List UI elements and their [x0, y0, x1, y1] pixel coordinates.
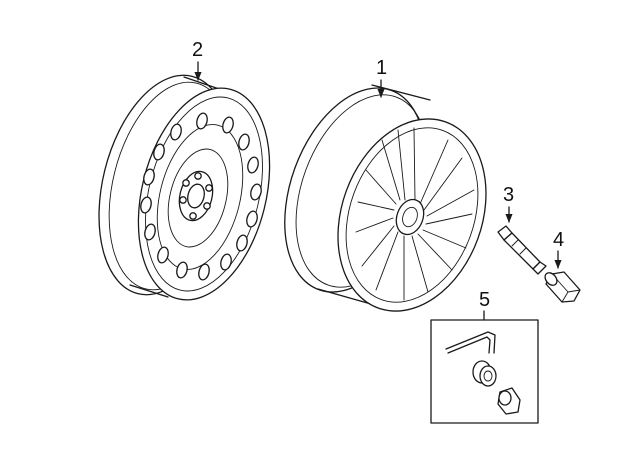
- alloy-spokes: [355, 127, 475, 301]
- callout-3: 3: [503, 184, 514, 223]
- callout-4: 4: [553, 229, 564, 269]
- svg-text:3: 3: [503, 184, 514, 206]
- lock-key: [472, 360, 497, 387]
- svg-text:5: 5: [479, 289, 490, 311]
- steel-wheel-hub: [178, 170, 214, 222]
- svg-text:1: 1: [376, 57, 387, 79]
- svg-text:2: 2: [192, 39, 203, 61]
- wheel-lock-kit[interactable]: [430, 319, 539, 424]
- lug-nut[interactable]: [543, 270, 581, 303]
- alloy-wheel-hub: [395, 198, 425, 236]
- steel-wheel[interactable]: [78, 61, 291, 313]
- vent-holes: [140, 112, 262, 281]
- svg-text:4: 4: [553, 229, 564, 251]
- alloy-wheel[interactable]: [259, 69, 512, 332]
- tpms-valve-stem[interactable]: [497, 225, 547, 275]
- callout-1: 1: [376, 57, 387, 98]
- lock-nut: [497, 387, 521, 415]
- callout-2: 2: [192, 39, 203, 81]
- callout-5: 5: [479, 289, 490, 321]
